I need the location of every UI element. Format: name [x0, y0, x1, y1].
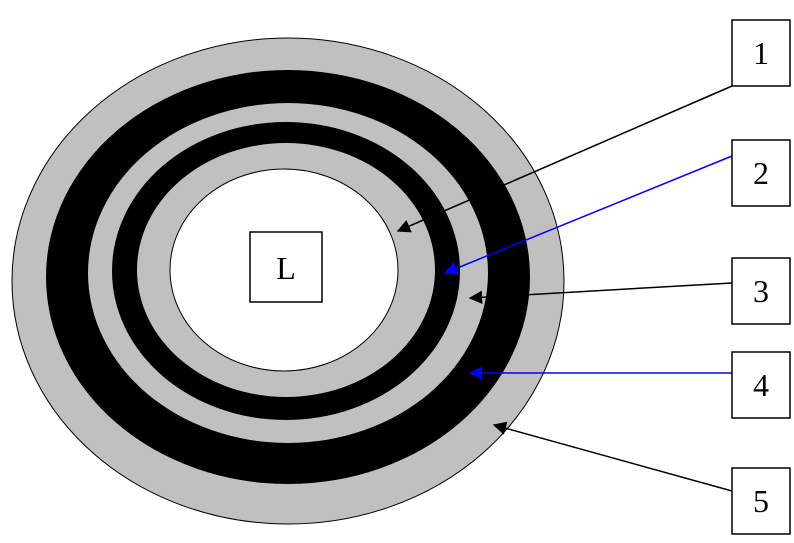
callout-box-2	[731, 139, 791, 207]
callout-arrow-1	[396, 85, 733, 233]
callout-label-1: 1	[753, 35, 769, 71]
callout-label-3: 3	[753, 273, 769, 309]
callout-box-3	[731, 257, 791, 325]
callout-label-5: 5	[753, 483, 769, 519]
callout-label-4: 4	[753, 367, 769, 403]
center-label-box	[249, 231, 323, 303]
center-label: L	[276, 250, 296, 286]
callout-arrow-2	[443, 155, 733, 275]
callout-box-1	[731, 19, 791, 87]
callout-arrow-3	[468, 282, 733, 305]
callout-arrow-5	[492, 421, 733, 492]
callout-box-4	[731, 351, 791, 419]
callout-label-2: 2	[753, 155, 769, 191]
callout-box-5	[731, 467, 791, 535]
